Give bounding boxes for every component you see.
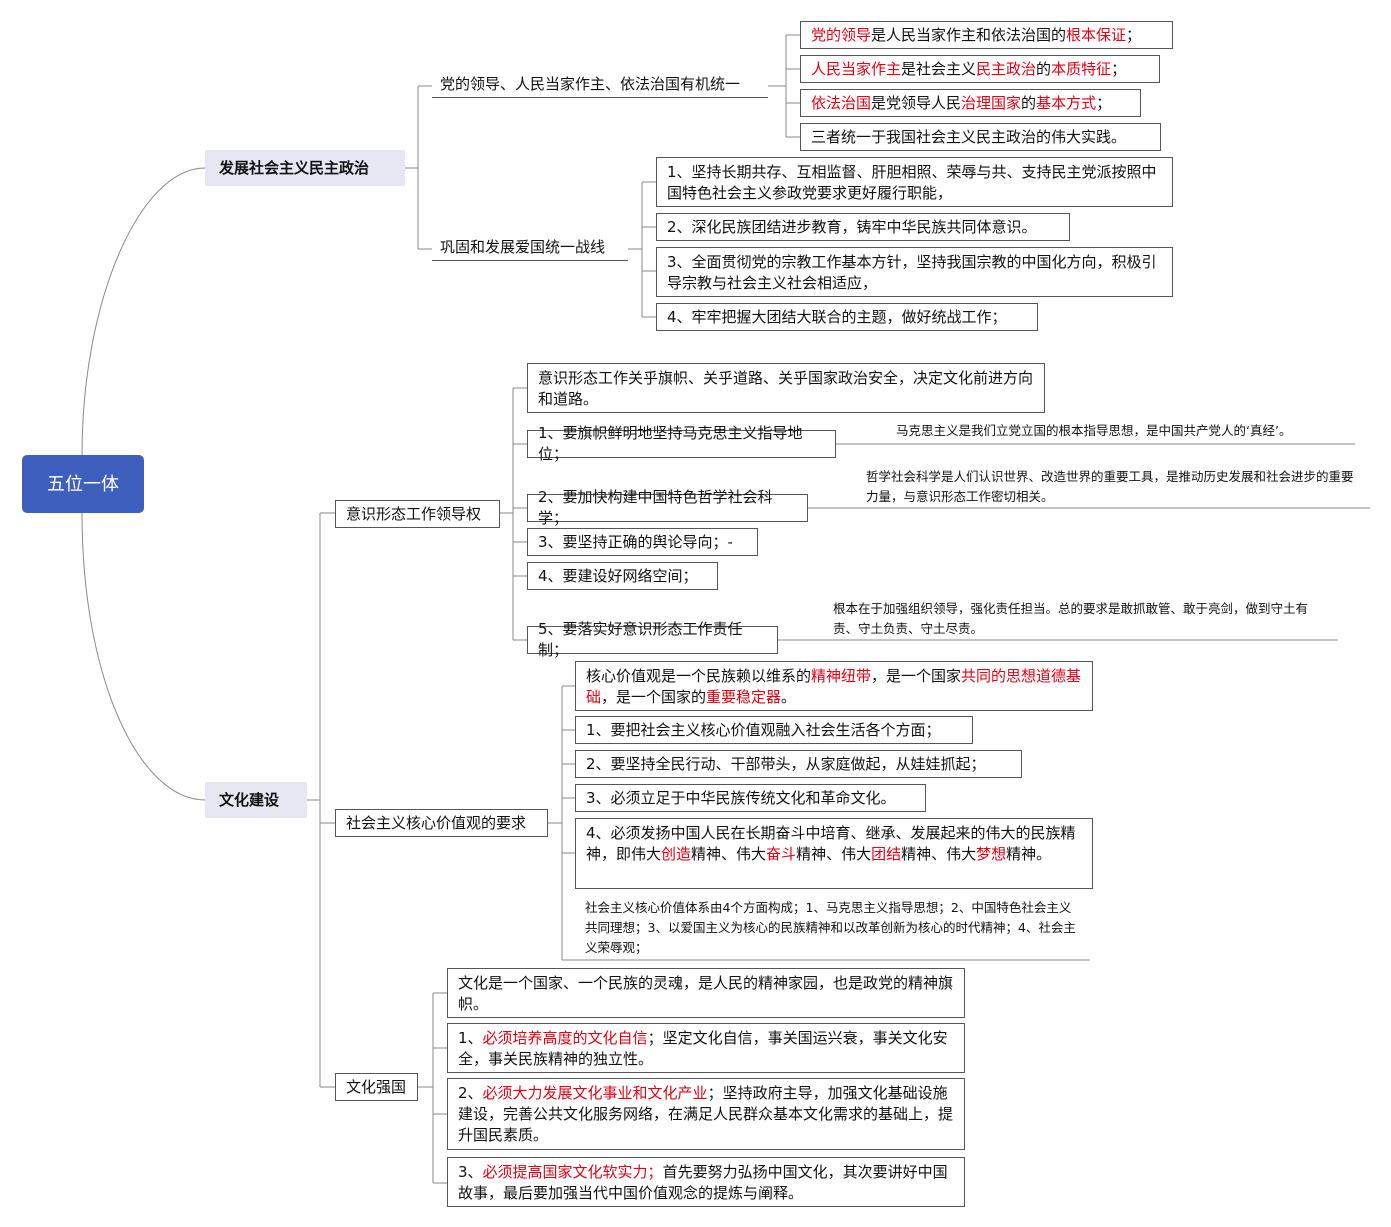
core-values-item-2[interactable]: 2、要坚持全民行动、干部带头，从家庭做起，从娃娃抓起； xyxy=(575,750,1022,778)
emphasis-text: 必须提高国家文化软实力； xyxy=(482,1163,663,1181)
strong-intro[interactable]: 文化是一个国家、一个民族的灵魂，是人民的精神家园，也是政党的精神旗帜。 xyxy=(447,968,965,1018)
root-node[interactable]: 五位一体 xyxy=(22,455,144,513)
emphasis-text: 创造 xyxy=(661,845,692,863)
plain-text: 是人民当家作主和依法治国的 xyxy=(871,25,1067,44)
plain-text: 精神、伟大 xyxy=(796,845,872,863)
emphasis-text: 根本保证 xyxy=(1066,25,1127,44)
plain-text: 是党领导人民 xyxy=(871,93,962,112)
unity-item-2[interactable]: 人民当家作主是社会主义民主政治的本质特征； xyxy=(800,55,1160,83)
rich-text: 3、必须提高国家文化软实力；首先要努力弘扬中国文化，其次要讲好中国故事，最后要加… xyxy=(458,1163,948,1202)
strong-item-2[interactable]: 2、必须大力发展文化事业和文化产业；坚持政府主导，加强文化基础设施建设，完善公共… xyxy=(447,1078,965,1150)
plain-text: 核心价值观是一个民族赖以维系的 xyxy=(586,667,812,685)
emphasis-text: 党的领导 xyxy=(811,25,872,44)
united-front-item-4[interactable]: 4、牢牢把握大团结大联合的主题，做好统战工作； xyxy=(656,303,1038,331)
topic-united-front[interactable]: 巩固和发展爱国统一战线 xyxy=(432,237,628,261)
united-front-item-2[interactable]: 2、深化民族团结进步教育，铸牢中华民族共同体意识。 xyxy=(656,213,1070,241)
plain-text: 精神、伟大 xyxy=(691,845,767,863)
emphasis-text: 人民当家作主 xyxy=(811,59,902,78)
unity-item-3[interactable]: 依法治国是党领导人民治理国家的基本方式； xyxy=(800,89,1141,117)
rich-text: 依法治国是党领导人民治理国家的基本方式； xyxy=(811,93,1111,114)
ideology-intro[interactable]: 意识形态工作关乎旗帜、关乎道路、关乎国家政治安全，决定文化前进方向和道路。 xyxy=(527,363,1045,413)
plain-text: 4、必须发扬中国人民在长期奋斗中培育、继承、发展起来的伟大的民族精神，即伟大 xyxy=(586,824,1076,863)
plain-text: 2、 xyxy=(458,1084,483,1102)
ideology-note-2: 哲学社会科学是人们认识世界、改造世界的重要工具，是推动历史发展和社会进步的重要力… xyxy=(866,469,1354,504)
rich-text: 核心价值观是一个民族赖以维系的精神纽带，是一个国家共同的思想道德基础，是一个国家… xyxy=(586,667,1081,706)
plain-text: 的 xyxy=(1036,59,1052,78)
emphasis-text: 治理国家 xyxy=(961,93,1022,112)
plain-text: 3、 xyxy=(458,1163,483,1181)
rich-text: 4、必须发扬中国人民在长期奋斗中培育、继承、发展起来的伟大的民族精神，即伟大创造… xyxy=(586,824,1076,863)
core-values-item-4[interactable]: 4、必须发扬中国人民在长期奋斗中培育、继承、发展起来的伟大的民族精神，即伟大创造… xyxy=(575,818,1093,889)
plain-text: ； xyxy=(1111,59,1127,78)
rich-text: 三者统一于我国社会主义民主政治的伟大实践。 xyxy=(811,127,1126,148)
branch-culture[interactable]: 文化建设 xyxy=(205,782,307,818)
plain-text: 1、 xyxy=(458,1029,483,1047)
topic-core-values[interactable]: 社会主义核心价值观的要求 xyxy=(335,809,548,837)
rich-text: 1、必须培养高度的文化自信；坚定文化自信，事关国运兴衰，事关文化安全，事关民族精… xyxy=(458,1029,948,1068)
ideology-item-5[interactable]: 5、要落实好意识形态工作责任制； xyxy=(527,620,778,659)
emphasis-text: 必须大力发展文化事业和文化产业 xyxy=(482,1084,708,1102)
emphasis-text: 本质特征 xyxy=(1051,59,1112,78)
ideology-item-2[interactable]: 2、要加快构建中国特色哲学社会科学； xyxy=(527,488,808,527)
core-values-item-3[interactable]: 3、必须立足于中华民族传统文化和革命文化。 xyxy=(575,784,926,812)
plain-text: ，是一个国家 xyxy=(871,667,962,685)
plain-text: ；坚定文化自信，事关国运兴衰，事关文化安全，事关民族精神的独立性。 xyxy=(458,1029,948,1068)
plain-text: 首先要努力弘扬中国文化，其次要讲好中国故事，最后要加强当代中国价值观念的提炼与阐… xyxy=(458,1163,948,1202)
plain-text: ，是一个国家的 xyxy=(601,688,707,706)
emphasis-text: 必须培养高度的文化自信 xyxy=(482,1029,648,1047)
ideology-item-3[interactable]: 3、要坚持正确的舆论导向；- xyxy=(527,528,758,556)
rich-text: 2、必须大力发展文化事业和文化产业；坚持政府主导，加强文化基础设施建设，完善公共… xyxy=(458,1084,953,1144)
plain-text: 的 xyxy=(1021,93,1037,112)
plain-text: ； xyxy=(1096,93,1112,112)
emphasis-text: 民主政治 xyxy=(976,59,1037,78)
branch-politics[interactable]: 发展社会主义民主政治 xyxy=(205,150,405,186)
topic-cultural-power[interactable]: 文化强国 xyxy=(335,1073,418,1101)
emphasis-text: 精神纽带 xyxy=(811,667,872,685)
emphasis-text: 基本方式 xyxy=(1036,93,1097,112)
emphasis-text: 依法治国 xyxy=(811,93,872,112)
plain-text: 三者统一于我国社会主义民主政治的伟大实践。 xyxy=(811,127,1127,146)
united-front-item-1[interactable]: 1、坚持长期共存、互相监督、肝胆相照、荣辱与共、支持民主党派按照中国特色社会主义… xyxy=(656,157,1173,207)
united-front-item-3[interactable]: 3、全面贯彻党的宗教工作基本方针，坚持我国宗教的中国化方向，积极引导宗教与社会主… xyxy=(656,247,1173,297)
core-values-note: 社会主义核心价值体系由4个方面构成；1、马克思主义指导思想；2、中国特色社会主义… xyxy=(585,900,1076,955)
plain-text: 精神、伟大 xyxy=(901,845,977,863)
emphasis-text: 共同的思想道德基础 xyxy=(586,667,1082,706)
strong-item-3[interactable]: 3、必须提高国家文化软实力；首先要努力弘扬中国文化，其次要讲好中国故事，最后要加… xyxy=(447,1157,965,1207)
topic-ideology[interactable]: 意识形态工作领导权 xyxy=(335,500,500,528)
plain-text: ； xyxy=(1126,25,1142,44)
plain-text: 。 xyxy=(781,688,797,706)
ideology-note-1: 马克思主义是我们立党立国的根本指导思想，是中国共产党人的‘真经’。 xyxy=(896,423,1292,438)
unity-item-1[interactable]: 党的领导是人民当家作主和依法治国的根本保证； xyxy=(800,21,1173,49)
plain-text: ；坚持政府主导，加强文化基础设施建设，完善公共文化服务网络，在满足人民群众基本文… xyxy=(458,1084,954,1144)
core-values-intro[interactable]: 核心价值观是一个民族赖以维系的精神纽带，是一个国家共同的思想道德基础，是一个国家… xyxy=(575,661,1093,711)
ideology-item-1[interactable]: 1、要旗帜鲜明地坚持马克思主义指导地位； xyxy=(527,424,836,463)
topic-party-unity[interactable]: 党的领导、人民当家作主、依法治国有机统一 xyxy=(432,74,768,98)
emphasis-text: 奋斗 xyxy=(766,845,797,863)
rich-text: 党的领导是人民当家作主和依法治国的根本保证； xyxy=(811,25,1141,46)
core-values-item-1[interactable]: 1、要把社会主义核心价值观融入社会生活各个方面； xyxy=(575,716,973,744)
rich-text: 人民当家作主是社会主义民主政治的本质特征； xyxy=(811,59,1126,80)
ideology-note-3: 根本在于加强组织领导，强化责任担当。总的要求是敢抓敢管、敢于亮剑，做到守土有责、… xyxy=(833,601,1309,636)
emphasis-text: 重要稳定器 xyxy=(706,688,782,706)
emphasis-text: 团结 xyxy=(871,845,902,863)
emphasis-text: 梦想 xyxy=(976,845,1007,863)
plain-text: 是社会主义 xyxy=(901,59,977,78)
ideology-item-4[interactable]: 4、要建设好网络空间； xyxy=(527,562,718,590)
plain-text: 精神。 xyxy=(1006,845,1052,863)
unity-item-4[interactable]: 三者统一于我国社会主义民主政治的伟大实践。 xyxy=(800,123,1161,151)
strong-item-1[interactable]: 1、必须培养高度的文化自信；坚定文化自信，事关国运兴衰，事关文化安全，事关民族精… xyxy=(447,1023,965,1073)
